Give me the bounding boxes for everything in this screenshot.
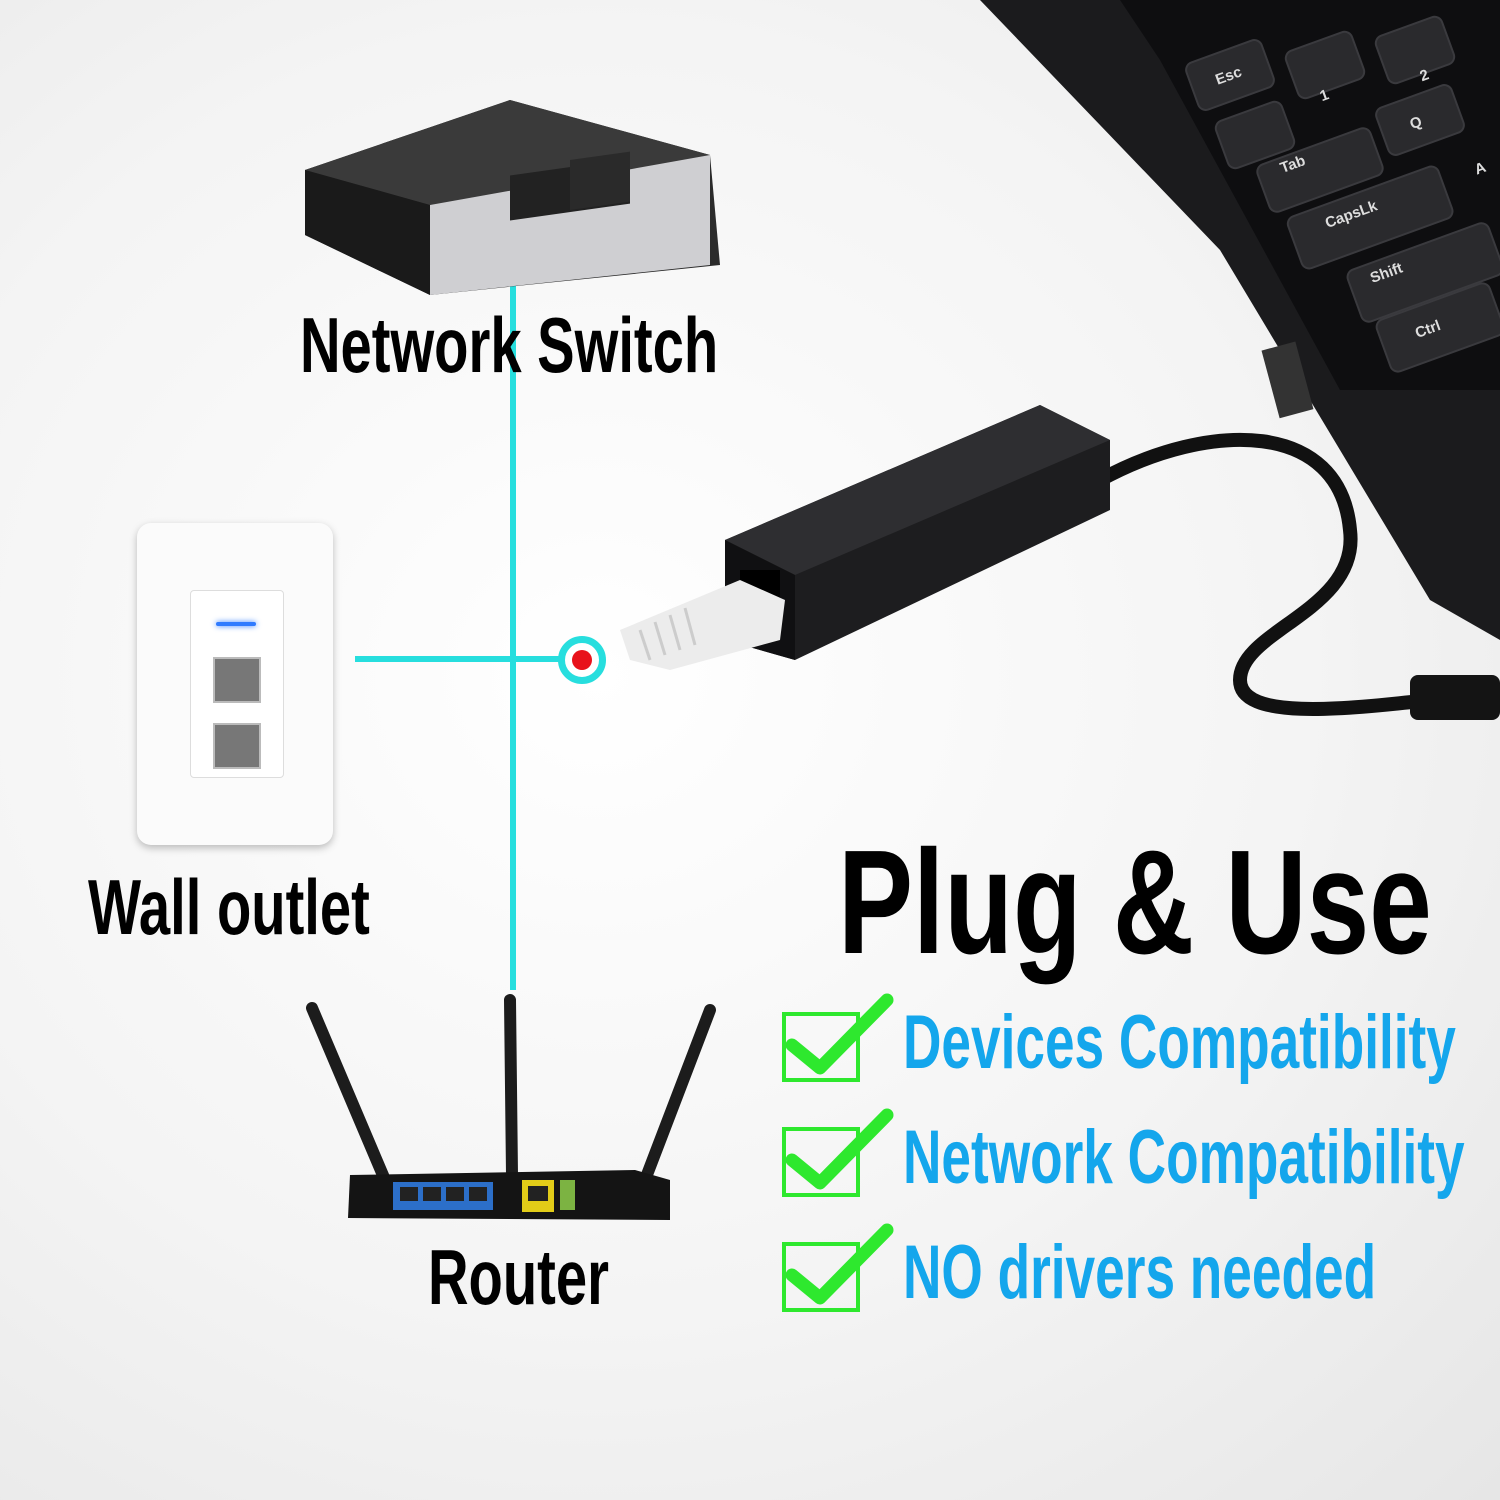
label-router: Router bbox=[428, 1233, 609, 1321]
connection-dot bbox=[558, 636, 606, 684]
headline: Plug & Use bbox=[838, 820, 1432, 985]
feature-text: NO drivers needed bbox=[903, 1230, 1377, 1315]
router-image bbox=[306, 994, 716, 1220]
ethernet-adapter bbox=[620, 405, 1110, 670]
wall-outlet-image bbox=[137, 523, 333, 845]
connection-line-horizontal bbox=[355, 656, 575, 662]
checkbox-checked-icon bbox=[782, 1108, 894, 1197]
feature-text: Network Compatibility bbox=[903, 1115, 1465, 1200]
checkbox-checked-icon bbox=[782, 1223, 894, 1312]
laptop-image: Esc Tab CapsLk Shift Ctrl Q A 1 2 bbox=[980, 0, 1500, 640]
label-network-switch: Network Switch bbox=[300, 301, 719, 389]
feature-text: Devices Compatibility bbox=[903, 1000, 1456, 1085]
network-switch-image bbox=[305, 100, 720, 295]
connection-line-vertical bbox=[510, 262, 516, 990]
usb-cable bbox=[1096, 433, 1500, 720]
checkbox-checked-icon bbox=[782, 993, 894, 1082]
label-wall-outlet: Wall outlet bbox=[88, 863, 370, 951]
